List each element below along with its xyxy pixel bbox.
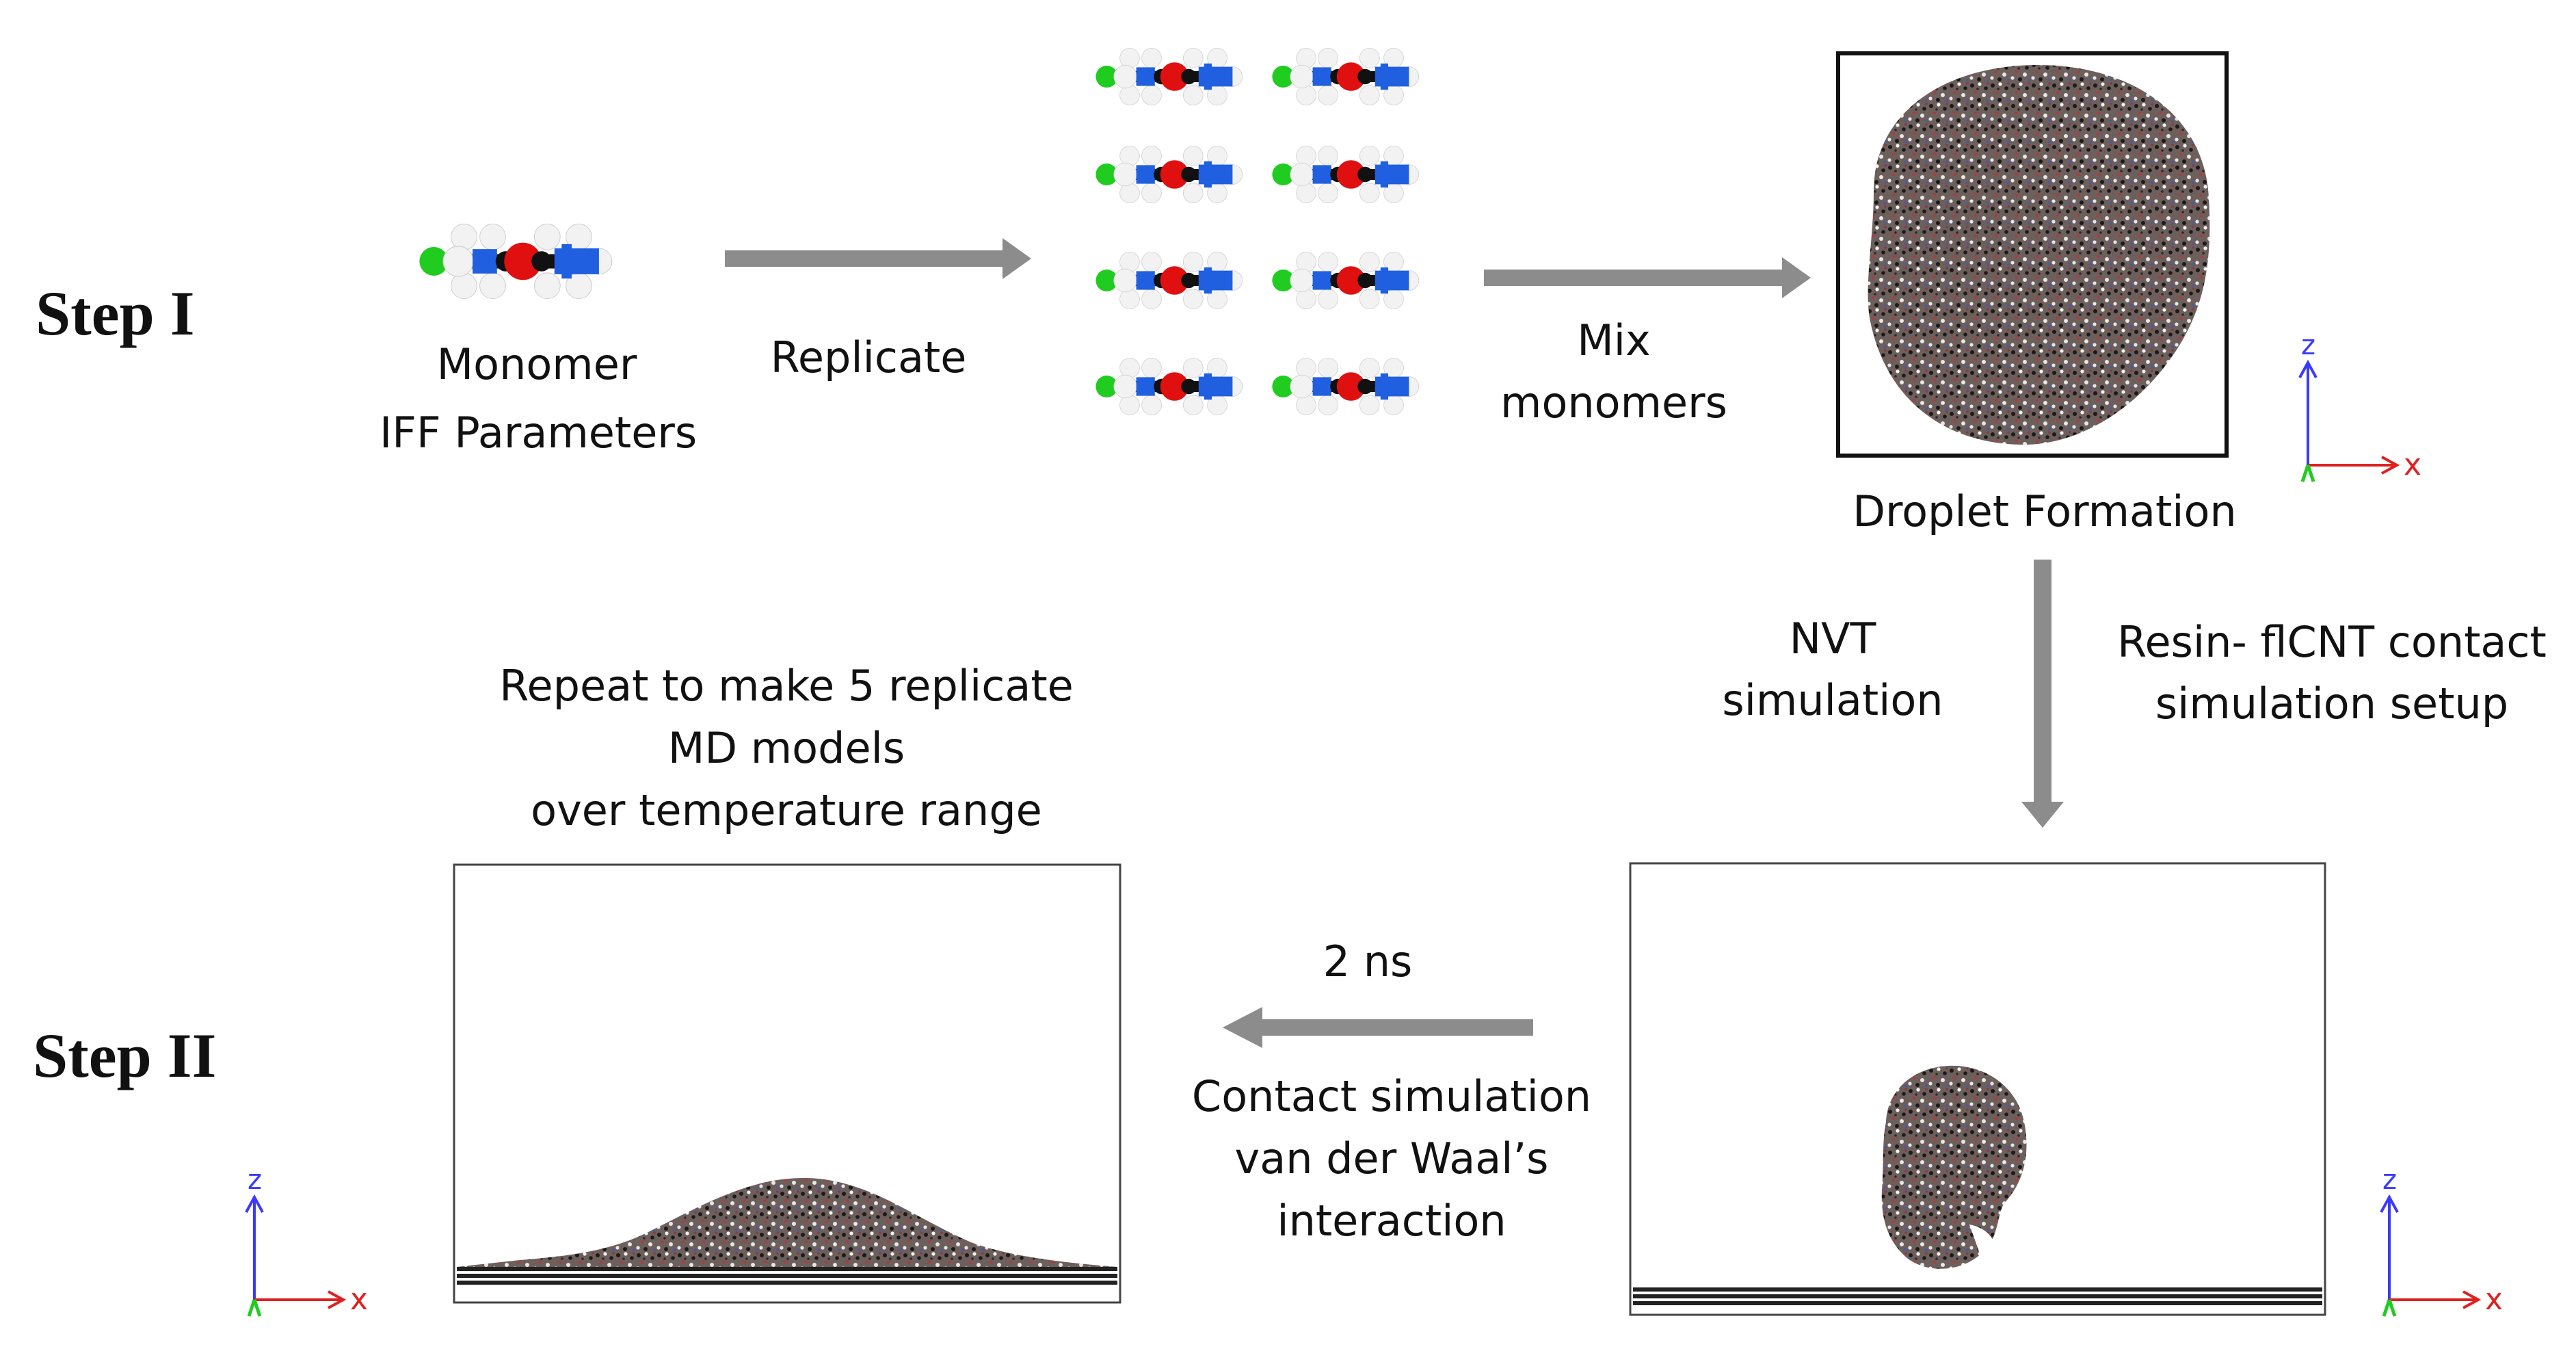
monomer-molecule-icon xyxy=(419,223,613,300)
axis-label-x: x xyxy=(350,1282,368,1317)
replicate-arrow-icon xyxy=(725,238,1031,279)
axis-label-x: x xyxy=(2485,1282,2503,1317)
nvt-label-line1: NVT xyxy=(1789,614,1876,664)
axis-label-z: z xyxy=(2382,1164,2397,1196)
initial-droplet-panel xyxy=(1629,862,2326,1316)
nvt-label-line2: simulation xyxy=(1722,675,1943,725)
droplet-formation-label: Droplet Formation xyxy=(1853,486,2237,536)
axis-label-z: z xyxy=(248,1164,262,1196)
step-two-title: Step II xyxy=(33,1021,217,1090)
repeat-label-line3: over temperature range xyxy=(531,785,1042,835)
repeat-label-line2: MD models xyxy=(667,723,905,773)
monomer-label: Monomer xyxy=(436,339,637,389)
spread-droplet-panel xyxy=(453,863,1121,1304)
axis-triad-icon: zx xyxy=(2380,1164,2503,1317)
contact-label-line1: Contact simulation xyxy=(1191,1071,1592,1121)
monomer-molecule-icon xyxy=(1272,145,1420,204)
monomer-molecule-icon xyxy=(1096,251,1243,310)
resin-contact-label-line1: Resin- flCNT contact xyxy=(2117,617,2547,667)
droplet-formation-panel xyxy=(1836,51,2229,458)
monomer-molecule-icon xyxy=(1096,357,1243,416)
monomer-molecule-icon xyxy=(419,223,613,300)
monomer-molecule-icon xyxy=(1272,47,1420,106)
axis-triad-icon: zx xyxy=(2298,330,2421,482)
mix-label-line2: monomers xyxy=(1500,378,1727,428)
step-one-title: Step I xyxy=(36,278,195,348)
monomer-molecule-icon xyxy=(1272,251,1420,310)
monomer-molecule-icon xyxy=(1096,47,1243,106)
axis-label-x: x xyxy=(2404,447,2421,482)
monomer-molecule-icon xyxy=(1096,145,1243,204)
replicate-label: Replicate xyxy=(770,332,967,382)
resin-contact-label-line2: simulation setup xyxy=(2155,679,2509,729)
nvt-arrow-icon xyxy=(2021,560,2064,828)
replicated-monomers xyxy=(1096,47,1420,416)
duration-label: 2 ns xyxy=(1323,937,1413,986)
monomer-molecule-icon xyxy=(1272,357,1420,416)
contact-label-line2: van der Waal’s xyxy=(1234,1134,1549,1183)
axis-label-z: z xyxy=(2301,330,2315,361)
repeat-label-line1: Repeat to make 5 replicate xyxy=(499,661,1074,711)
contact-label-line3: interaction xyxy=(1277,1196,1506,1246)
mix-label-line1: Mix xyxy=(1577,315,1651,365)
axis-triad-icon: zx xyxy=(245,1164,368,1317)
mix-arrow-icon xyxy=(1484,257,1811,298)
contact-arrow-icon xyxy=(1223,1007,1533,1048)
iff-parameters-label: IFF Parameters xyxy=(380,408,698,458)
